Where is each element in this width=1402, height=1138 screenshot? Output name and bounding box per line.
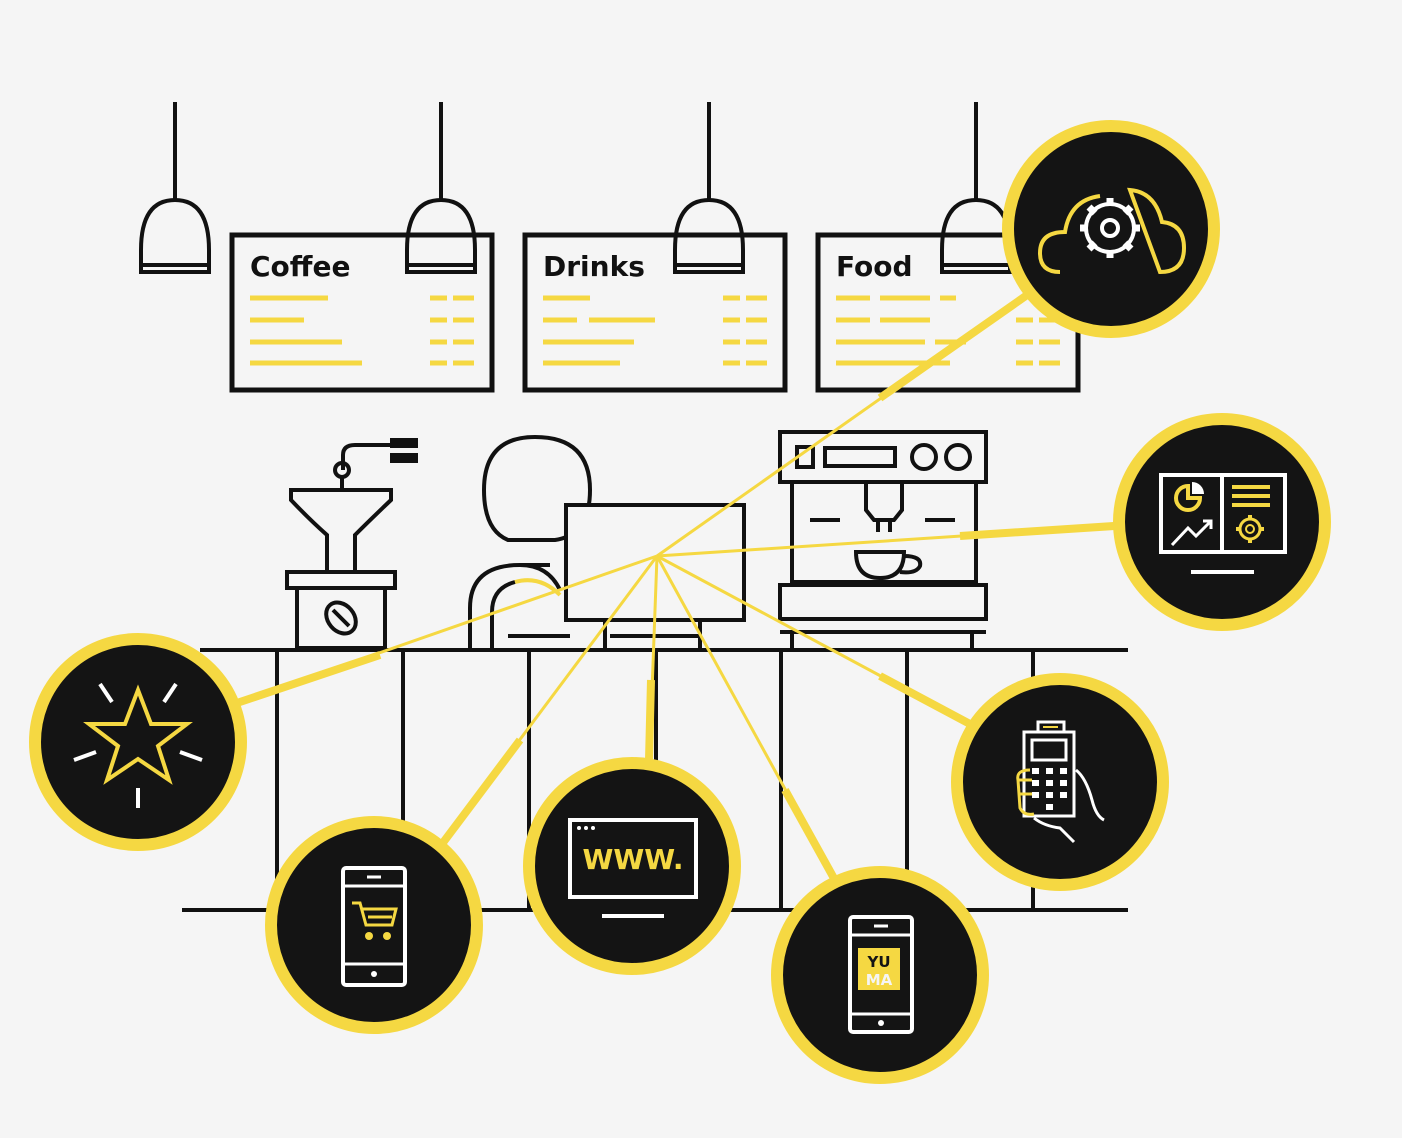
loyalty-star-icon xyxy=(73,682,203,808)
menu-board-title: Food xyxy=(836,250,913,283)
app-badge-top: YU xyxy=(866,953,890,971)
menu-board-coffee: Coffee xyxy=(229,232,495,393)
card-terminal-circle xyxy=(951,673,1169,891)
lamp-icon xyxy=(940,102,1012,274)
branded-app-circle: YU MA xyxy=(771,866,989,1084)
menu-board-title: Coffee xyxy=(250,250,350,283)
card-terminal-icon xyxy=(1016,720,1105,844)
pendant-lamps xyxy=(139,102,1012,274)
coffee-grinder-icon xyxy=(285,438,418,650)
branded-app-icon: YU MA xyxy=(848,915,914,1034)
website-circle: WWW. xyxy=(523,757,741,975)
website-text: WWW. xyxy=(582,843,683,876)
cloud-settings-circle xyxy=(1002,120,1220,338)
lamp-icon xyxy=(405,102,477,274)
menu-board-title: Drinks xyxy=(543,250,645,283)
dashboard-circle xyxy=(1113,413,1331,631)
website-icon: WWW. xyxy=(568,818,698,918)
app-badge-bottom: MA xyxy=(866,971,893,989)
menu-board-drinks: Drinks xyxy=(522,232,788,393)
mobile-shop-circle xyxy=(265,816,483,1034)
mobile-shop-icon xyxy=(341,866,407,987)
dashboard-analytics-icon xyxy=(1159,473,1287,574)
cashier-figure xyxy=(468,434,593,648)
lamp-icon xyxy=(139,102,211,274)
loyalty-circle xyxy=(29,633,247,851)
cloud-settings-icon xyxy=(1037,187,1187,275)
lamp-icon xyxy=(673,102,745,274)
